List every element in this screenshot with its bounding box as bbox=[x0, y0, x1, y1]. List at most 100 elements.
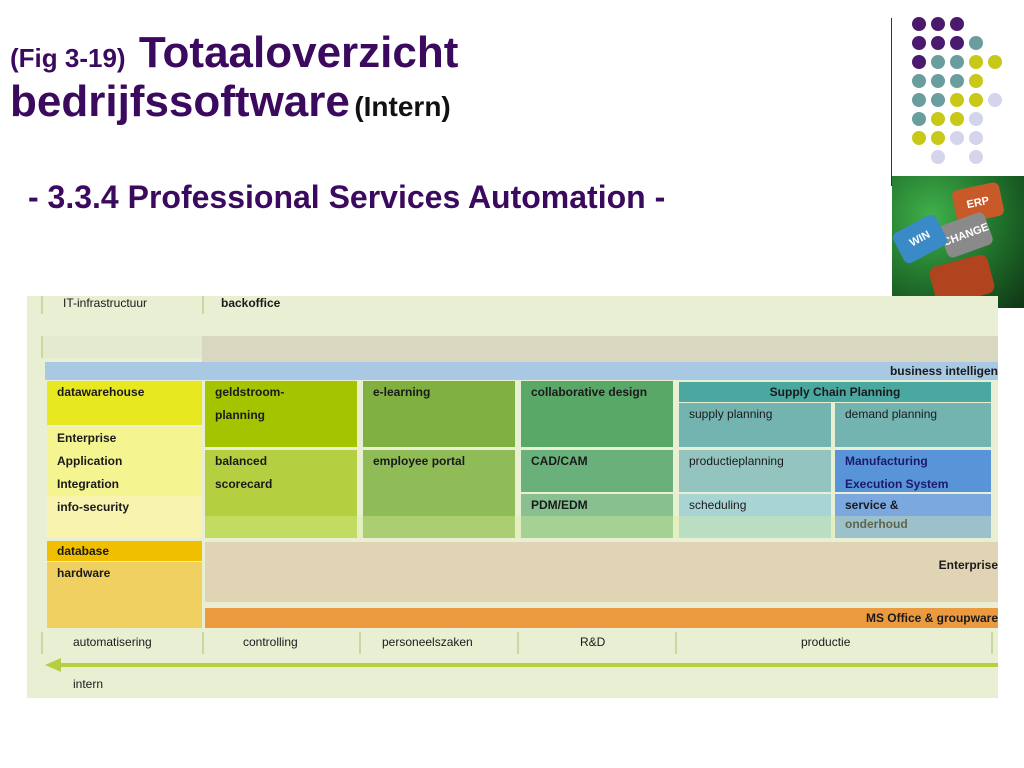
header-separator bbox=[41, 296, 43, 314]
box-manufacturing-execution-system: Manufacturing Execution System bbox=[835, 450, 991, 492]
figure-label: (Fig 3-19) bbox=[10, 43, 126, 73]
label-eai-line-3: Integration bbox=[57, 477, 119, 491]
department-automatisering: automatisering bbox=[73, 635, 152, 649]
label-business-intelligence: business intelligen bbox=[889, 364, 998, 378]
vertical-divider bbox=[891, 18, 892, 186]
label-balanced-line-1: balanced bbox=[215, 454, 268, 468]
label-demand-planning: demand planning bbox=[845, 407, 938, 421]
software-overview-diagram: IT-infrastructuur backoffice business in… bbox=[27, 296, 998, 698]
label-balanced-line-2: scorecard bbox=[215, 477, 273, 491]
dot-decoration bbox=[931, 150, 945, 164]
label-geldstroom-line-2: planning bbox=[215, 408, 265, 422]
dot-decoration bbox=[912, 74, 926, 88]
band-left-blank bbox=[41, 336, 202, 358]
dot-decoration bbox=[912, 17, 926, 31]
header-separator bbox=[202, 296, 204, 314]
label-ms-office: MS Office & groupware bbox=[865, 611, 998, 625]
dot-decoration bbox=[988, 55, 1002, 69]
department-personeelszaken: personeelszaken bbox=[382, 635, 473, 649]
box-scheduling: scheduling bbox=[679, 494, 831, 538]
box-productieplanning: productieplanning bbox=[679, 450, 831, 492]
label-it-infrastructure: IT-infrastructuur bbox=[63, 296, 148, 310]
dot-decoration bbox=[969, 74, 983, 88]
label-datawarehouse: datawarehouse bbox=[57, 385, 145, 399]
label-eai-line-2: Application bbox=[57, 454, 123, 468]
label-enterprise: Enterprise bbox=[938, 558, 998, 572]
box-service-onderhoud: service & onderhoud bbox=[835, 494, 991, 538]
box-info-security: info-security bbox=[47, 496, 202, 538]
label-database: database bbox=[57, 544, 110, 558]
label-supply-planning: supply planning bbox=[689, 407, 773, 421]
department-productie: productie bbox=[801, 635, 851, 649]
band-grid-overlay bbox=[205, 516, 991, 538]
label-geldstroom-line-1: geldstroom- bbox=[215, 385, 285, 399]
dot-decoration bbox=[969, 131, 983, 145]
arrow-shaft bbox=[59, 663, 998, 667]
dot-decoration bbox=[912, 55, 926, 69]
dot-decoration bbox=[912, 131, 926, 145]
dot-decoration bbox=[931, 93, 945, 107]
title-suffix: (Intern) bbox=[354, 91, 451, 123]
dot-decoration bbox=[950, 112, 964, 126]
dot-decoration bbox=[969, 36, 983, 50]
box-collaborative-design: collaborative design bbox=[521, 381, 673, 447]
box-cad-cam: CAD/CAM bbox=[521, 450, 673, 492]
box-supply-chain-planning: Supply Chain Planning bbox=[679, 382, 991, 402]
dot-decoration bbox=[931, 112, 945, 126]
dot-decoration bbox=[912, 112, 926, 126]
dot-decoration bbox=[950, 55, 964, 69]
dot-decoration bbox=[969, 93, 983, 107]
label-pdm-edm: PDM/EDM bbox=[531, 498, 588, 512]
box-balanced-scorecard: balanced scorecard bbox=[205, 450, 357, 538]
department-controlling: controlling bbox=[243, 635, 298, 649]
dot-decoration bbox=[950, 36, 964, 50]
box-enterprise-application-integration: Enterprise Application Integration bbox=[47, 427, 202, 495]
band-ms-office: MS Office & groupware bbox=[205, 608, 998, 628]
label-service-line-1: service & bbox=[845, 498, 899, 512]
department-separator bbox=[359, 632, 361, 654]
arrow-head bbox=[45, 658, 61, 672]
label-mes-line-1: Manufacturing bbox=[845, 454, 928, 468]
dot-decoration bbox=[931, 74, 945, 88]
box-supply-planning: supply planning bbox=[679, 403, 831, 447]
box-demand-planning: demand planning bbox=[835, 403, 991, 447]
label-info-security: info-security bbox=[57, 500, 130, 514]
band-grey bbox=[202, 336, 998, 362]
dot-decoration bbox=[950, 74, 964, 88]
label-hardware: hardware bbox=[57, 566, 111, 580]
label-intern: intern bbox=[73, 677, 104, 691]
label-mes-line-2: Execution System bbox=[845, 477, 949, 491]
box-datawarehouse: datawarehouse bbox=[47, 381, 202, 425]
dot-decoration bbox=[931, 131, 945, 145]
box-hardware: hardware bbox=[47, 562, 202, 628]
label-service-line-2: onderhoud bbox=[845, 517, 908, 531]
department-separator bbox=[991, 632, 993, 654]
department-separator bbox=[517, 632, 519, 654]
dot-decoration bbox=[969, 112, 983, 126]
dot-decoration bbox=[988, 93, 1002, 107]
label-productieplanning: productieplanning bbox=[689, 454, 784, 468]
department-separator bbox=[202, 632, 204, 654]
label-eai-line-1: Enterprise bbox=[57, 431, 117, 445]
box-e-learning: e-learning bbox=[363, 381, 515, 447]
intern-arrow bbox=[45, 658, 998, 672]
label-collaborative-design: collaborative design bbox=[531, 385, 648, 399]
box-pdm-edm: PDM/EDM bbox=[521, 494, 673, 538]
department-separator bbox=[675, 632, 677, 654]
label-cad-cam: CAD/CAM bbox=[531, 454, 588, 468]
puzzle-photo: ERP CHANGE WIN bbox=[892, 176, 1024, 308]
dot-decoration bbox=[931, 55, 945, 69]
label-scheduling: scheduling bbox=[689, 498, 747, 512]
box-employee-portal: employee portal bbox=[363, 450, 515, 538]
title-line-1: Totaaloverzicht bbox=[138, 28, 459, 77]
title-line-2: bedrijfssoftware bbox=[10, 77, 350, 127]
box-database: database bbox=[47, 541, 202, 561]
department-separator bbox=[41, 632, 43, 654]
dot-decoration bbox=[950, 93, 964, 107]
label-backoffice: backoffice bbox=[221, 296, 281, 310]
dot-decoration bbox=[969, 150, 983, 164]
band-enterprise: Enterprise bbox=[205, 542, 998, 602]
band-business-intelligence: business intelligen bbox=[45, 362, 998, 380]
dot-decoration bbox=[931, 36, 945, 50]
dot-decoration bbox=[950, 17, 964, 31]
